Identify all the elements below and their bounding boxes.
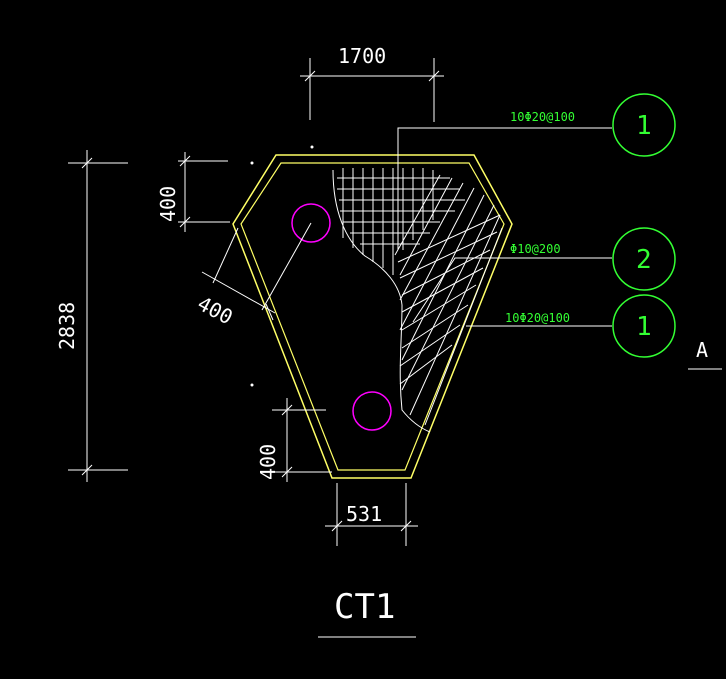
pile-cap-inner-outline [240,162,505,471]
rebar-mesh [332,168,503,433]
callout-bubble-1 [612,93,676,157]
dim-diagonal-offset-label: 400 [194,291,237,329]
callout-leader-2 [412,257,612,323]
dim-total-height [68,150,128,482]
reference-dot [310,145,314,149]
pile-center-line [261,222,312,311]
drawing-title: CT1 [334,587,395,627]
callout-label-3: 10Φ20@100 [505,311,570,325]
pile-cap-outer-outline [232,154,513,479]
dim-diagonal-offset [201,227,276,321]
section-marker-label: A [696,338,708,362]
callout-bubble-3 [612,294,676,358]
dim-bottom-offset [272,398,332,482]
dim-top-width-label: 1700 [338,44,386,68]
dim-bottom-width [325,483,418,546]
dim-top-offset-label: 400 [156,186,180,222]
dim-bottom-offset-label: 400 [256,444,280,480]
pile-circle-bottom [352,391,392,431]
pile-circle-top [291,203,331,243]
reference-dot [250,161,254,165]
callout-label-1: 10Φ20@100 [510,110,575,124]
callout-bubble-2 [612,227,676,291]
dim-bottom-width-label: 531 [346,502,382,526]
callout-bubble-1-number: 1 [636,111,652,141]
dim-total-height-label: 2838 [55,302,79,350]
callout-label-2: Φ10@200 [510,242,561,256]
dim-top-width [300,58,444,122]
callout-leader-1 [397,127,612,250]
callout-bubble-3-number: 1 [636,312,652,342]
dim-top-offset [178,152,230,232]
callout-bubble-2-number: 2 [636,245,652,275]
reference-dot [250,383,254,387]
